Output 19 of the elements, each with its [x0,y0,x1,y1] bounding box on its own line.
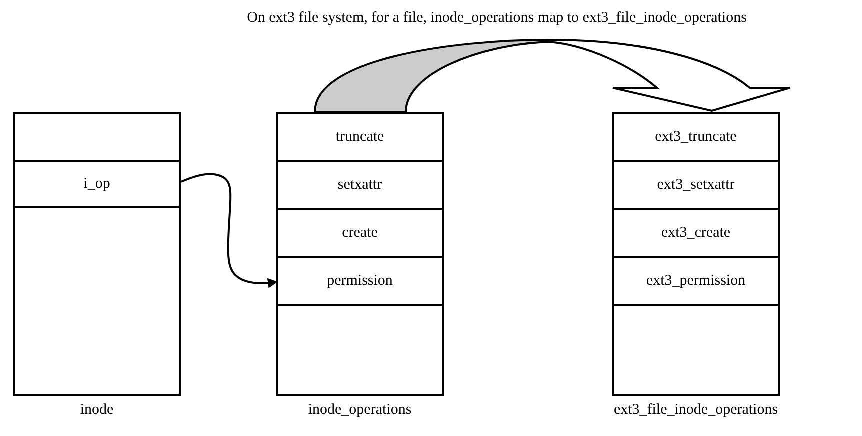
struct-box [612,112,780,396]
field-name: create [342,224,378,242]
field-name: ext3_permission [646,272,746,290]
field-name: ext3_create [661,224,731,242]
field-name: i_op [84,176,110,192]
ribbon-arrow [314,39,791,113]
field-name: permission [327,272,393,290]
struct-name: inode_operations [308,402,412,419]
field-row [15,160,179,208]
field-name: ext3_setxattr [657,176,735,194]
struct-name: ext3_file_inode_operations [614,402,778,419]
field-name: setxattr [338,176,382,194]
field-name: truncate [336,128,384,146]
struct-name: inode [80,402,114,419]
diagram-title: On ext3 file system, for a file, inode_operations map to ext3_file_inode_operations [246,10,748,27]
arrow [180,173,278,288]
struct-box [13,112,181,396]
struct-box [276,112,444,396]
field-name: ext3_truncate [655,128,737,146]
